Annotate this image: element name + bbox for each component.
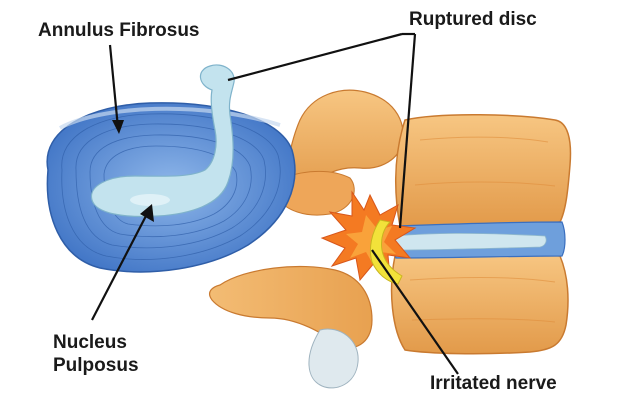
nucleus-pulposus-leader [91, 211, 149, 321]
upper-vertebra-processes [277, 89, 404, 216]
nerve-irritation-burst [320, 190, 417, 285]
upper-vertebral-body [394, 113, 572, 228]
annulus-fibrosus-arrowhead [112, 120, 124, 134]
annulus-fibrosus-leader [108, 44, 120, 129]
nucleus-pulposus-arrowhead [140, 204, 154, 222]
lower-vertebral-body [390, 252, 569, 355]
nucleus-pulposus-label-line2: Pulposus [53, 355, 139, 376]
irritated-nerve-label: Irritated nerve [430, 373, 557, 394]
annulus-fibrosus-label: Annulus Fibrosus [38, 20, 200, 41]
ruptured-disc-leader-left [227, 32, 403, 82]
leader-lines [91, 32, 459, 375]
ruptured-disc-leader-right [398, 33, 417, 229]
nucleus-pulposus-label-line1: Nucleus [53, 332, 127, 353]
lower-vertebra-processes [208, 265, 373, 389]
side-view-disc [392, 221, 566, 259]
nucleus-pulposus [90, 64, 235, 218]
ruptured-disc-label: Ruptured disc [409, 9, 537, 30]
nucleus-pulposus-label: Nucleus Pulposus [53, 331, 139, 377]
irritated-nerve-leader [371, 249, 459, 375]
